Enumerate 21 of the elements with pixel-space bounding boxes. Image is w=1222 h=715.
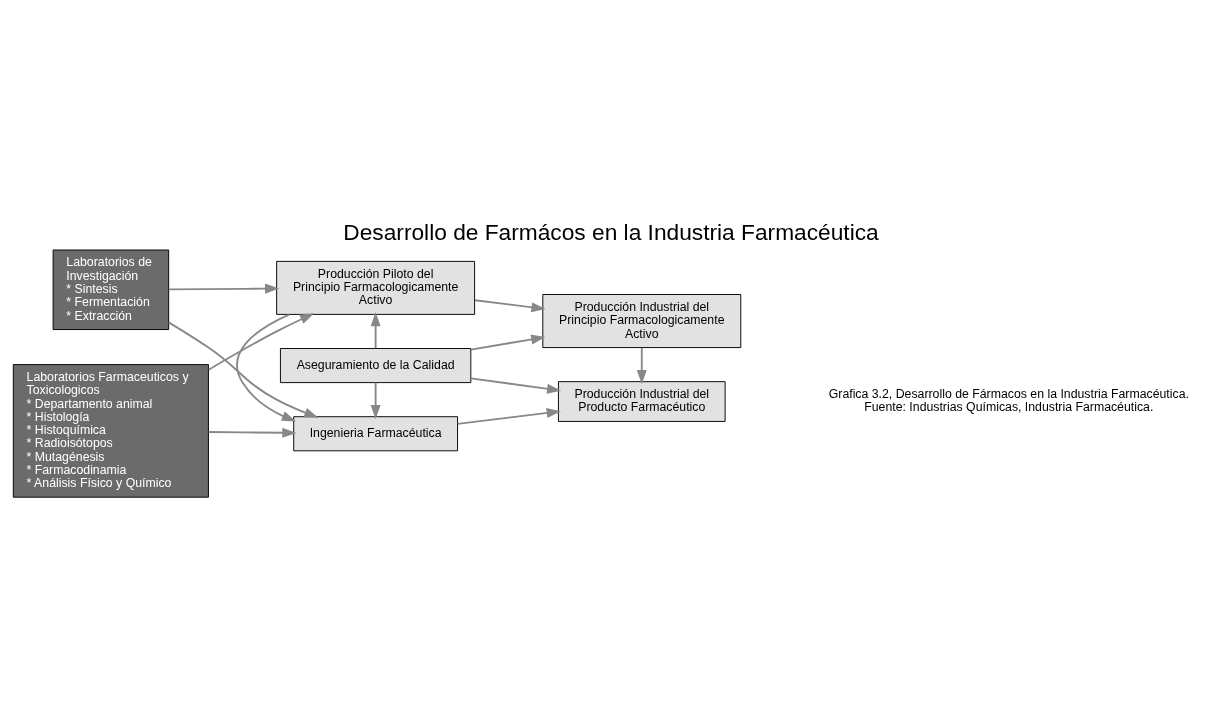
node-box: Producción Piloto del Principio Farmacologicamente Activo bbox=[276, 260, 476, 315]
node-box: Ingenieria Farmacéutica bbox=[293, 416, 459, 452]
node-box: Laboratorios de Investigación * Sintesis * Fermentación * Extracción bbox=[52, 249, 170, 331]
arrow bbox=[207, 313, 315, 371]
arrow bbox=[167, 321, 319, 418]
node-box: Laboratorios Farmaceuticos y Toxicologicos * Departamento animal * Histología * Histoquímica * Radioisótopos * Mutagénesis * Farmacodinamia * Análisis Físico y Químico bbox=[12, 364, 209, 498]
diagram-title: Desarrollo de Farmácos en la Industria Farmacéutica bbox=[343, 218, 879, 245]
node-box: Producción Industrial del Producto Farmacéutico bbox=[557, 381, 726, 422]
arrow bbox=[474, 299, 546, 313]
arrow bbox=[207, 427, 297, 438]
node-box: Aseguramiento de la Calidad bbox=[279, 348, 472, 384]
arrow bbox=[456, 408, 561, 425]
arrow bbox=[236, 313, 296, 422]
arrow bbox=[370, 381, 381, 420]
arrow bbox=[636, 346, 647, 385]
node-box: Producción Industrial del Principio Farmacologicamente Activo bbox=[542, 294, 742, 349]
arrow bbox=[167, 283, 280, 294]
arrow bbox=[469, 334, 546, 351]
caption: Grafica 3.2, Desarrollo de Fármacos en la Industria Farmacéutica. Fuente: Industrias Químicas, Industria Farmacéutica. bbox=[828, 387, 1189, 415]
arrow bbox=[469, 377, 562, 394]
arrow bbox=[370, 311, 381, 350]
